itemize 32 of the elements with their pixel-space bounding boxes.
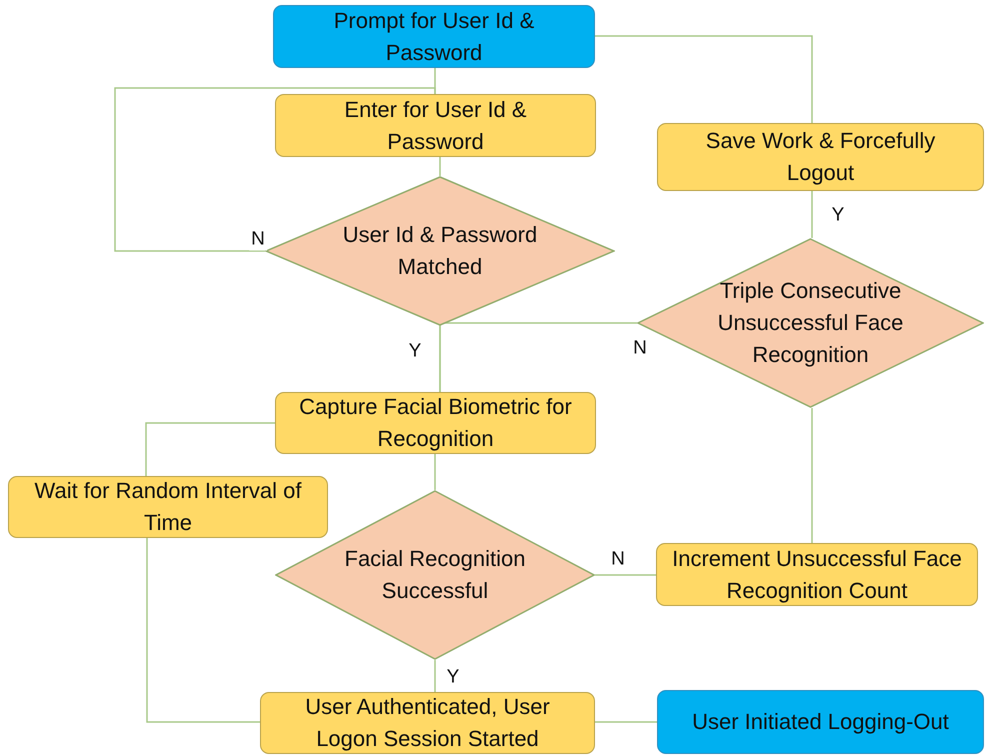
node-text: Increment Unsuccessful Face Recognition Count: [671, 544, 963, 605]
terminal-box: [657, 690, 984, 754]
connector-line: [439, 157, 441, 176]
connector-line: [114, 87, 436, 252]
connector-line: [434, 660, 436, 692]
process-box: [275, 94, 596, 157]
node-text: User Authenticated, User Logon Session Started: [304, 693, 551, 753]
decision-diamond: [265, 176, 615, 326]
node-text: Wait for Random Interval of Time: [34, 477, 302, 537]
node-text: Save Work & Forcefully Logout: [704, 127, 936, 187]
connector-line: [439, 322, 637, 392]
node-text: Triple Consecutive Unsuccessful Face Recognition: [716, 277, 904, 369]
connector-line: [595, 721, 657, 723]
connector-line: [434, 454, 436, 490]
process-box: [8, 476, 328, 538]
node-text: User Id & Password Matched: [342, 221, 538, 281]
edge-label: N: [249, 230, 267, 250]
process-box: [657, 123, 984, 191]
process-box: [275, 392, 596, 454]
connector-line: [595, 35, 813, 123]
process-box: [260, 692, 595, 754]
node-text: Enter for User Id & Password: [343, 96, 528, 156]
connector-line: [595, 574, 656, 576]
node-text: Facial Recognition Successful: [344, 545, 526, 605]
node-text: User Initiated Logging-Out: [692, 708, 949, 736]
connector-line: [146, 538, 260, 723]
connector-line: [811, 408, 813, 543]
connector-line: [811, 191, 813, 238]
terminal-box: [273, 5, 595, 68]
connector-line: [145, 422, 275, 476]
node-text: Prompt for User Id & Password: [332, 6, 536, 66]
node-text: Capture Facial Biometric for Recognition: [298, 393, 573, 453]
